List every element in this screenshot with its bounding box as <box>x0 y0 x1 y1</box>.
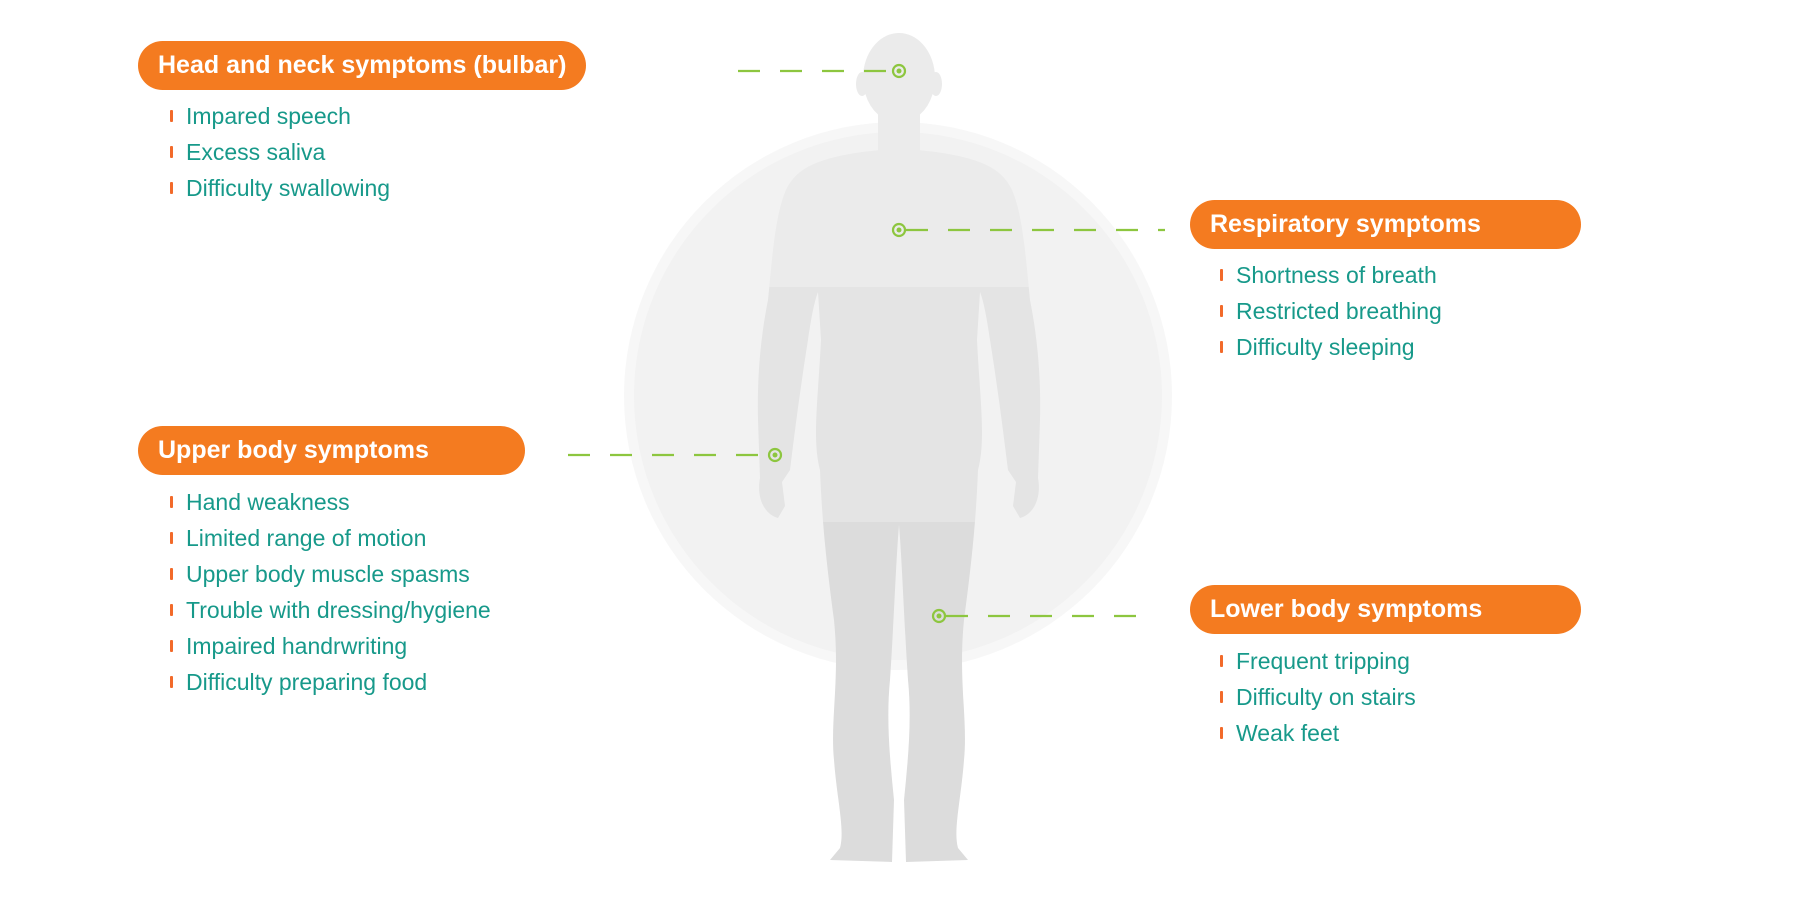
group-title-upper-body: Upper body symptoms <box>138 426 525 475</box>
item-label: Shortness of breath <box>1236 262 1437 288</box>
bullet-icon <box>1220 341 1223 353</box>
bullet-icon <box>170 182 173 194</box>
list-item: Frequent tripping <box>1220 645 1416 681</box>
item-label: Difficulty preparing food <box>186 669 428 695</box>
bullet-icon <box>1220 727 1223 739</box>
group-title-head-neck: Head and neck symptoms (bulbar) <box>138 41 587 90</box>
list-item: Impaired handrwriting <box>170 630 491 666</box>
bullet-icon <box>170 110 173 122</box>
marker-respiratory-icon <box>891 222 907 238</box>
bullet-icon <box>170 496 173 508</box>
list-item: Shortness of breath <box>1220 259 1442 295</box>
bullet-icon <box>170 568 173 580</box>
item-label: Difficulty swallowing <box>186 175 391 201</box>
list-item: Excess saliva <box>170 136 390 172</box>
list-item: Hand weakness <box>170 486 491 522</box>
bullet-icon <box>170 640 173 652</box>
list-item: Trouble with dressing/hygiene <box>170 594 491 630</box>
bullet-icon <box>170 676 173 688</box>
item-label: Restricted breathing <box>1236 298 1442 324</box>
bullet-icon <box>1220 691 1223 703</box>
lower-body-symptom-list: Frequent tripping Difficulty on stairs W… <box>1220 645 1416 753</box>
item-label: Difficulty sleeping <box>1236 334 1415 360</box>
head-neck-symptom-list: Impared speech Excess saliva Difficulty … <box>170 100 390 208</box>
list-item: Weak feet <box>1220 717 1416 753</box>
list-item: Limited range of motion <box>170 522 491 558</box>
respiratory-symptom-list: Shortness of breath Restricted breathing… <box>1220 259 1442 367</box>
bullet-icon <box>1220 269 1223 281</box>
bullet-icon <box>1220 305 1223 317</box>
group-title-respiratory: Respiratory symptoms <box>1190 200 1581 249</box>
item-label: Weak feet <box>1236 720 1340 746</box>
list-item: Impared speech <box>170 100 390 136</box>
list-item: Upper body muscle spasms <box>170 558 491 594</box>
upper-body-symptom-list: Hand weakness Limited range of motion Up… <box>170 486 491 702</box>
list-item: Difficulty swallowing <box>170 172 390 208</box>
list-item: Difficulty sleeping <box>1220 331 1442 367</box>
list-item: Difficulty on stairs <box>1220 681 1416 717</box>
item-label: Frequent tripping <box>1236 648 1410 674</box>
group-title-lower-body: Lower body symptoms <box>1190 585 1581 634</box>
bullet-icon <box>170 604 173 616</box>
marker-lower-icon <box>931 608 947 624</box>
item-label: Trouble with dressing/hygiene <box>186 597 491 623</box>
item-label: Upper body muscle spasms <box>186 561 470 587</box>
bullet-icon <box>170 532 173 544</box>
item-label: Limited range of motion <box>186 525 427 551</box>
item-label: Impaired handrwriting <box>186 633 408 659</box>
item-label: Excess saliva <box>186 139 326 165</box>
bullet-icon <box>1220 655 1223 667</box>
list-item: Difficulty preparing food <box>170 666 491 702</box>
marker-upper-icon <box>767 447 783 463</box>
item-label: Hand weakness <box>186 489 350 515</box>
item-label: Impared speech <box>186 103 351 129</box>
list-item: Restricted breathing <box>1220 295 1442 331</box>
bullet-icon <box>170 146 173 158</box>
item-label: Difficulty on stairs <box>1236 684 1416 710</box>
marker-head-icon <box>891 63 907 79</box>
